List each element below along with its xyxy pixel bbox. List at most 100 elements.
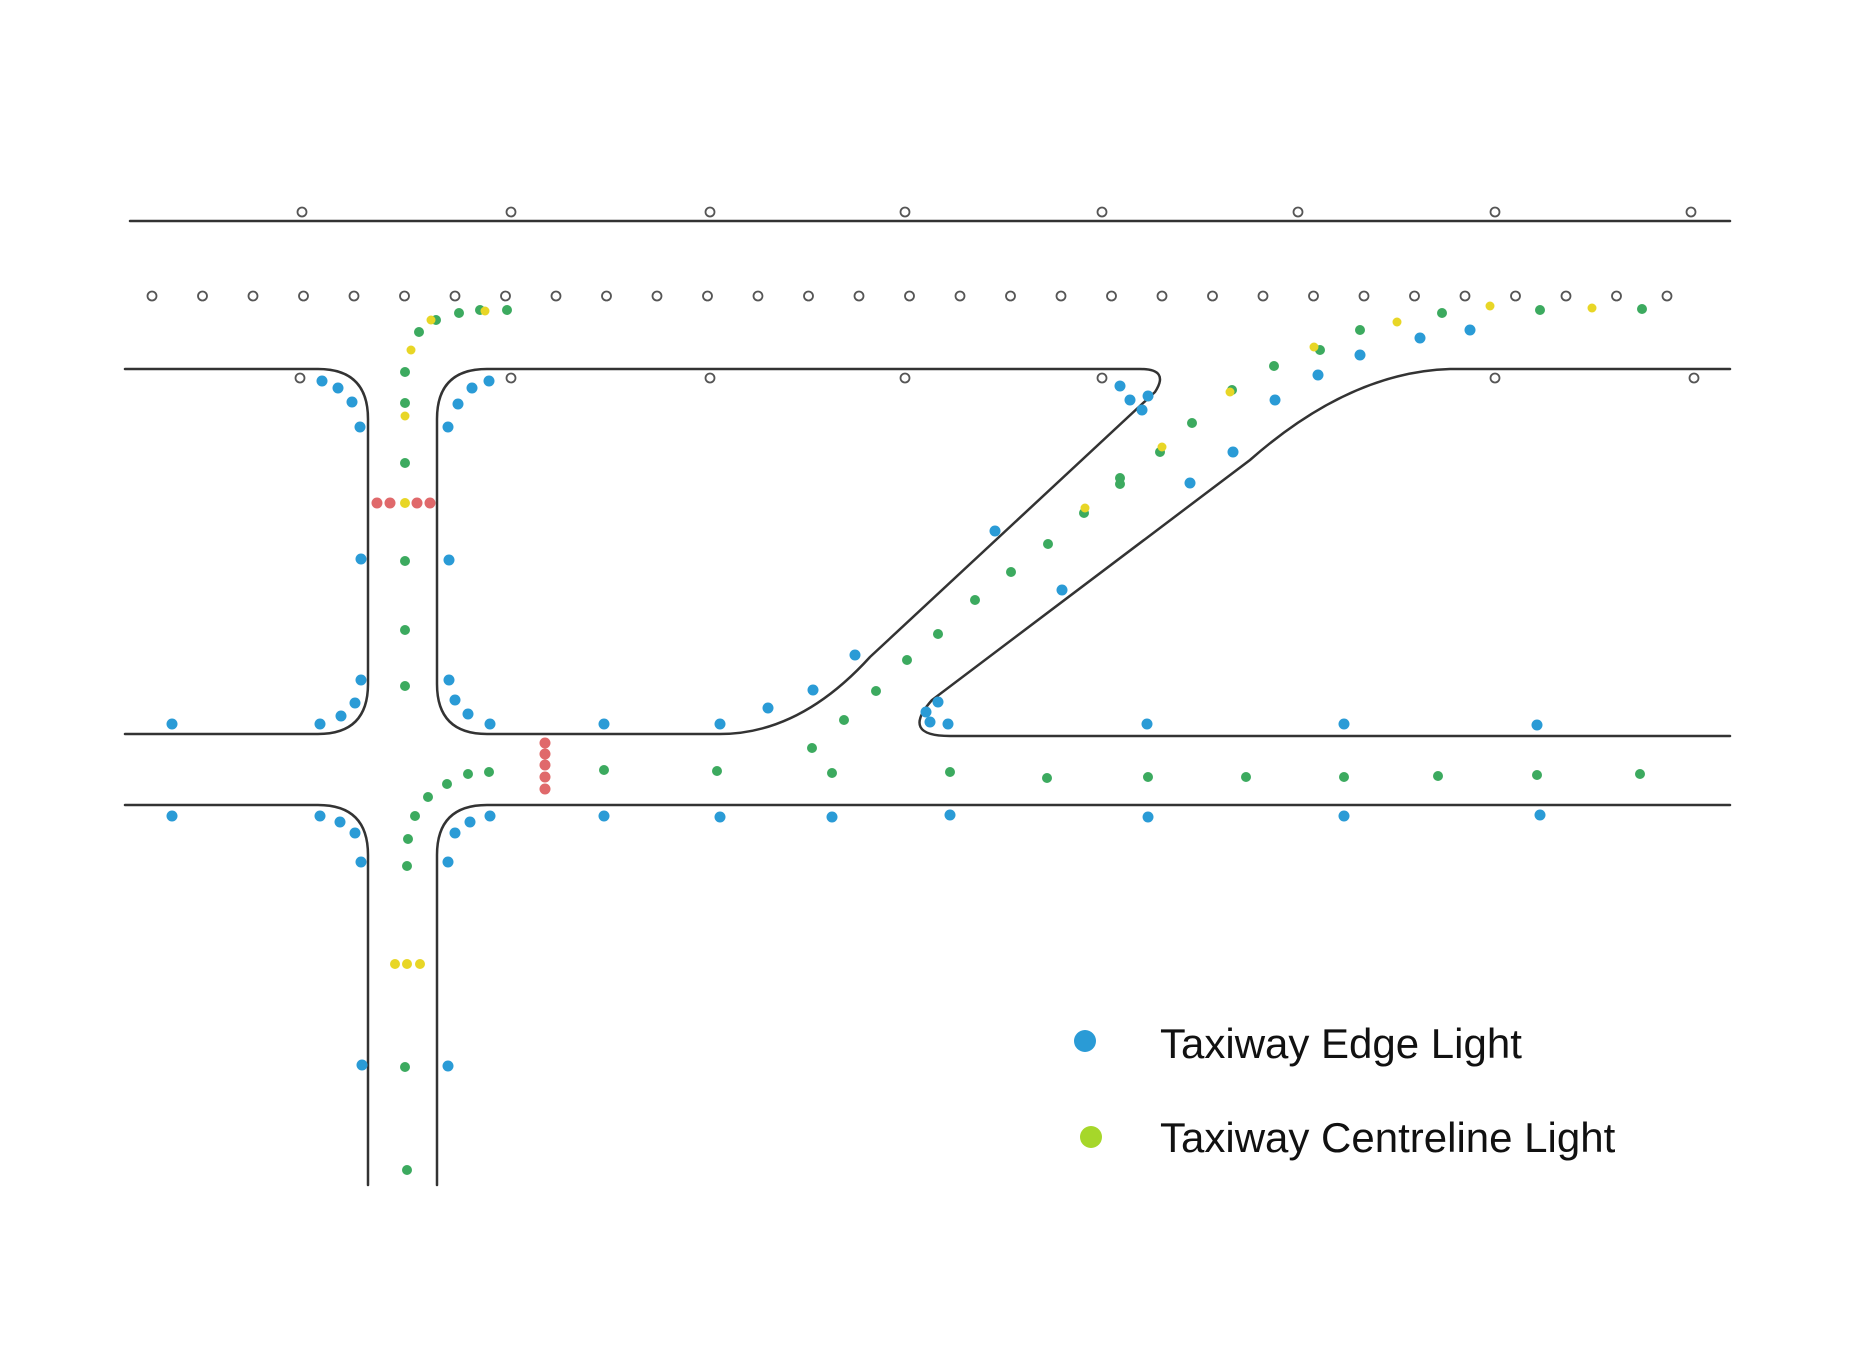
taxiway-centreline-light <box>807 743 817 753</box>
taxiway-centreline-light <box>1433 771 1443 781</box>
taxiway-edge-light <box>466 382 478 394</box>
taxiway-edge-light <box>598 810 610 822</box>
stop-bar-light <box>411 497 423 509</box>
runway-centreline-light <box>1409 290 1420 302</box>
runway-lights <box>146 206 1700 384</box>
taxiway-centreline-light <box>400 556 410 566</box>
taxiway-edge-light <box>1338 810 1350 822</box>
taxiway-edge-light <box>762 702 774 714</box>
intermediate-holding-light <box>402 959 412 969</box>
taxiway-edge-light <box>443 554 455 566</box>
runway-centreline-light <box>399 290 410 302</box>
runway-edge-light <box>1489 372 1501 384</box>
taxiway-centreline-light <box>1042 773 1052 783</box>
taxiway-edge-light <box>484 718 496 730</box>
runway-centreline-light <box>1560 290 1572 302</box>
taxiway-centreline-light <box>712 766 722 776</box>
taxiway-centreline-light <box>1635 769 1645 779</box>
taxiway-centreline-light <box>933 629 943 639</box>
taxiway-edge-light <box>1184 477 1196 489</box>
taxiway-centreline-light-yellow <box>1392 317 1402 327</box>
taxiway-centreline-light <box>400 625 410 635</box>
taxiway-edge-light <box>166 718 178 730</box>
taxiway-edge-light <box>349 697 361 709</box>
taxiway-edge-light <box>807 684 819 696</box>
taxiway-centreline-light <box>1143 772 1153 782</box>
taxiway-edge-light <box>1354 349 1366 361</box>
taxiway-edge-light-icon <box>1074 1030 1096 1052</box>
taxiway-centreline-light <box>1187 418 1197 428</box>
runway-centreline-light <box>1308 290 1319 302</box>
runway-edge-light <box>294 372 306 384</box>
taxiway-centreline-light <box>410 811 420 821</box>
taxiway-centreline-light <box>902 655 912 665</box>
taxiway-edge-light <box>1142 811 1154 823</box>
taxiway-centreline-light <box>400 367 410 377</box>
taxiway-centreline-light <box>1437 308 1447 318</box>
taxiway-centreline-light <box>400 458 410 468</box>
taxiway-edge-light <box>849 649 861 661</box>
taxiway-edge-light <box>920 706 932 718</box>
taxiway-edge-light <box>924 716 936 728</box>
runway-centreline-light <box>197 290 208 302</box>
runway-centreline-light <box>702 290 713 302</box>
runway-edge-light <box>899 206 911 218</box>
runway-centreline-light <box>550 290 562 302</box>
taxiway-centreline-light <box>871 686 881 696</box>
taxiway-edge-light <box>442 856 454 868</box>
intermediate-holding-light <box>390 959 400 969</box>
parallel-taxiway-south-edge-left <box>123 803 370 1187</box>
runway-centreline-light <box>1106 290 1117 302</box>
taxiway-centreline-light <box>945 767 955 777</box>
taxiway-centreline-light <box>1006 567 1016 577</box>
taxiway-edge-light <box>1269 394 1281 406</box>
taxiway-edge-light <box>346 396 358 408</box>
taxiway-centreline-light-yellow <box>480 306 490 316</box>
runway-edge-light <box>296 206 308 218</box>
intermediate-holding-light <box>400 498 410 508</box>
taxiway-edge-light <box>1227 446 1239 458</box>
runway-centreline-light <box>1055 290 1067 302</box>
taxiway-edge-light <box>1534 809 1546 821</box>
taxiway-centreline-light-yellow <box>426 315 436 325</box>
taxiway-centreline-light <box>400 398 410 408</box>
taxiway-edge-light <box>442 1060 454 1072</box>
runway-centreline-light <box>1358 290 1370 302</box>
taxiway-centreline-light <box>1043 539 1053 549</box>
runway-centreline-light <box>752 290 764 302</box>
taxiway-centreline-light <box>1637 304 1647 314</box>
taxiway-centreline-light <box>1355 325 1365 335</box>
taxiway-centreline-light <box>400 681 410 691</box>
taxiway-edge-light <box>355 856 367 868</box>
intermediate-holding-light <box>415 959 425 969</box>
runway-centreline-light <box>348 290 360 302</box>
taxiway-centreline-light-yellow <box>1225 387 1235 397</box>
taxiway-edge-light <box>1114 380 1126 392</box>
guard-lights <box>390 498 425 969</box>
taxiway-edge-light <box>1531 719 1543 731</box>
taxiway-centreline-light <box>463 769 473 779</box>
runway-edge-light <box>704 372 716 384</box>
taxiway-edge-lights <box>166 324 1546 1072</box>
runway-edge-light <box>1292 206 1304 218</box>
stop-bar-light <box>424 497 436 509</box>
taxiway-edge-light <box>349 827 361 839</box>
taxiway-centreline-light-yellow <box>1080 503 1090 513</box>
runway-centreline-light <box>651 290 663 302</box>
taxiway-centreline-light-yellow <box>406 345 416 355</box>
taxiway-centreline-light <box>1532 770 1542 780</box>
taxiway-edge-light <box>714 718 726 730</box>
runway-edge-light <box>899 372 911 384</box>
taxiway-edge-light <box>442 421 454 433</box>
taxiway-edge-light <box>598 718 610 730</box>
stop-bar-light <box>539 748 551 760</box>
runway-centreline-light <box>298 290 309 302</box>
legend: Taxiway Edge Light Taxiway Centreline Li… <box>1060 1000 1760 1200</box>
taxiway-edge-light <box>1464 324 1476 336</box>
taxiway-edge-light <box>826 811 838 823</box>
runway-centreline-light <box>1156 290 1168 302</box>
stop-bar-light <box>539 783 551 795</box>
taxiway-centreline-light <box>402 861 412 871</box>
